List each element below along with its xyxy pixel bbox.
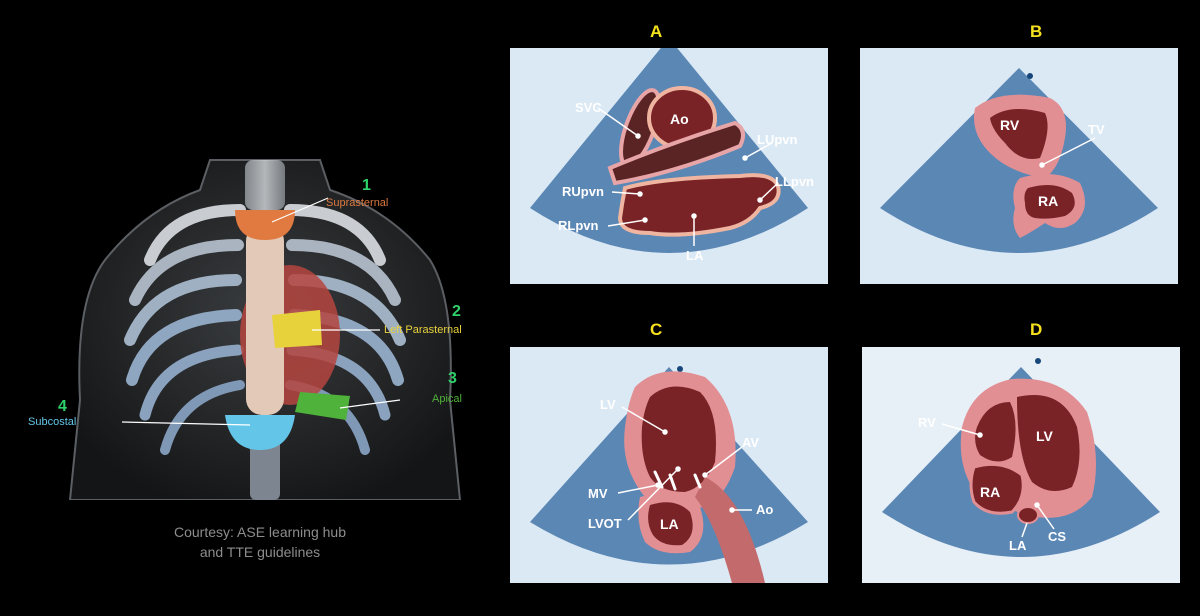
label-ao: Ao xyxy=(670,111,689,127)
credit-line-1: Courtesy: ASE learning hub xyxy=(174,524,346,540)
label-llpvn: LLpvn xyxy=(775,174,814,189)
panel-b-letter: B xyxy=(1030,22,1043,41)
panel-c-letter: C xyxy=(650,320,663,339)
label-cs: CS xyxy=(1048,529,1066,544)
credit-line-2: and TTE guidelines xyxy=(199,544,321,560)
window-4-label: Subcostal xyxy=(28,416,77,428)
label-la: LA xyxy=(686,248,704,263)
panel-a-suprasternal-view: SVC Ao LUpvn RUpvn LLpvn RLpvn LA xyxy=(510,48,828,284)
window-subcostal xyxy=(225,415,295,450)
label-lv: LV xyxy=(600,397,616,412)
label-rlpvn: RLpvn xyxy=(558,218,599,233)
window-2-number: 2 xyxy=(452,303,461,320)
label-av: AV xyxy=(742,435,759,450)
label-rv: RV xyxy=(918,415,936,430)
panel-d-subcostal-view: RV LV RA CS LA xyxy=(862,347,1180,583)
label-lupvn: LUpvn xyxy=(757,132,798,147)
window-left-parasternal xyxy=(272,310,322,348)
window-1-number: 1 xyxy=(362,177,371,194)
window-4-number: 4 xyxy=(58,398,67,415)
credit-text: Courtesy: ASE learning hub and TTE guide… xyxy=(150,522,370,562)
panel-a-letter: A xyxy=(650,22,663,41)
sternum xyxy=(246,225,284,415)
window-1-label: Suprasternal xyxy=(326,197,389,209)
label-rv: RV xyxy=(1000,117,1020,133)
label-rupvn: RUpvn xyxy=(562,184,604,199)
label-ra: RA xyxy=(980,484,1000,500)
label-svc: SVC xyxy=(575,100,602,115)
chest-figure-svg xyxy=(68,159,462,501)
window-apical xyxy=(295,392,350,420)
label-ra: RA xyxy=(1038,193,1058,209)
label-la: LA xyxy=(1009,538,1027,553)
panel-b-rv-inflow-view: RV TV RA xyxy=(860,48,1178,284)
window-2-label: Left Parasternal xyxy=(384,324,462,336)
label-lvot: LVOT xyxy=(588,516,622,531)
label-lv: LV xyxy=(1036,428,1054,444)
label-mv: MV xyxy=(588,486,608,501)
window-3-label: Apical xyxy=(432,393,462,405)
label-la: LA xyxy=(660,516,679,532)
label-ao: Ao xyxy=(756,502,773,517)
panel-c-apical-3-chamber-view: LV AV MV LVOT LA Ao xyxy=(510,347,828,583)
chest-illustration xyxy=(50,150,480,501)
panel-d-letter: D xyxy=(1030,320,1043,339)
label-tv: TV xyxy=(1088,122,1105,137)
window-3-number: 3 xyxy=(448,370,457,387)
window-suprasternal xyxy=(235,210,295,240)
